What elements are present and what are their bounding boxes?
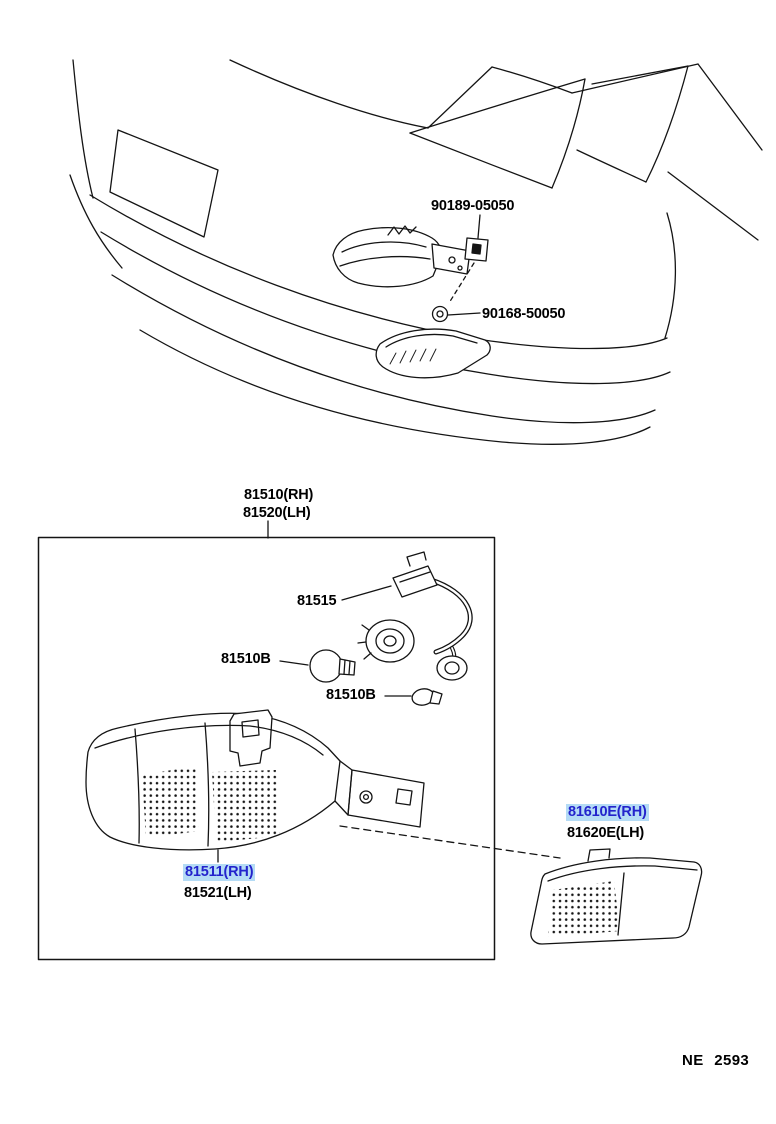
detail-box-frame [37,520,496,961]
part-label-screw[interactable]: 90168-50050 [482,306,566,322]
fastener-clip-drawing [448,214,489,304]
signal-lamp-drawing [332,225,471,288]
bulb-large-drawing [279,649,356,683]
part-label-assembly-rh[interactable]: 81510(RH) [244,487,314,503]
part-label-assembly-lh[interactable]: 81520(LH) [243,505,311,521]
screw-drawing [431,305,481,323]
side-marker-lamp-drawing [530,848,703,945]
bulb-small-drawing [384,688,443,706]
page-code: NE 2593 [682,1052,750,1069]
part-label-lens-lh[interactable]: 81521(LH) [184,885,252,901]
bulb-socket-harness-drawing [341,551,473,681]
part-label-harness[interactable]: 81515 [297,593,337,609]
part-label-bulb-a[interactable]: 81510B [221,651,271,667]
turn-signal-assembly-drawing [85,709,561,863]
signal-lens-drawing [375,328,491,379]
part-label-side-lamp-lh[interactable]: 81620E(LH) [567,825,644,841]
part-label-side-lamp-rh[interactable]: 81610E(RH) [566,804,649,821]
part-label-fastener-top[interactable]: 90189-05050 [431,198,515,214]
part-label-bulb-b[interactable]: 81510B [326,687,376,703]
part-label-lens-rh[interactable]: 81511(RH) [183,864,256,881]
